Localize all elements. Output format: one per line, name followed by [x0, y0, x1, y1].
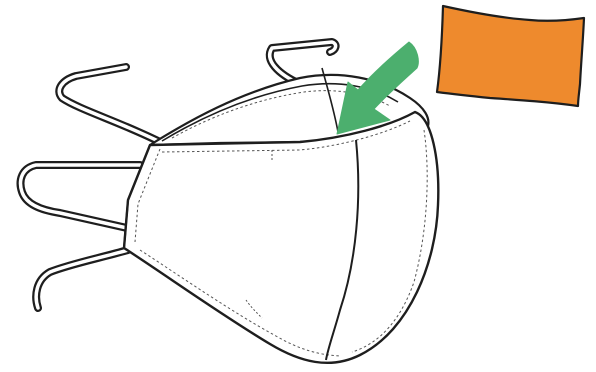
lower-left-ear-loop — [36, 250, 128, 308]
left-ear-loop-inner — [21, 165, 140, 228]
mask-icon — [124, 112, 438, 363]
filter-insert-icon — [437, 6, 584, 106]
